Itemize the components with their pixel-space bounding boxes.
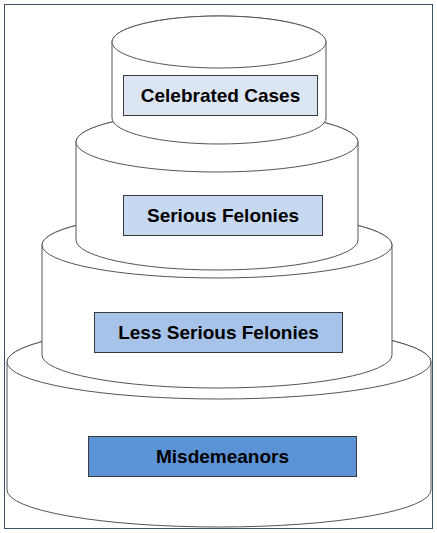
tier-label-box: Serious Felonies (123, 195, 323, 236)
tier-label-box: Misdemeanors (88, 436, 357, 477)
tier-label: Misdemeanors (156, 446, 289, 468)
tier-label: Celebrated Cases (141, 85, 300, 107)
tier-label: Serious Felonies (147, 205, 299, 227)
cake-tier (112, 16, 326, 144)
tier-label: Less Serious Felonies (118, 322, 319, 344)
tier-top (112, 16, 326, 68)
outer-frame (5, 5, 433, 529)
tier-label-box: Celebrated Cases (123, 75, 318, 116)
tier-label-box: Less Serious Felonies (94, 312, 343, 353)
